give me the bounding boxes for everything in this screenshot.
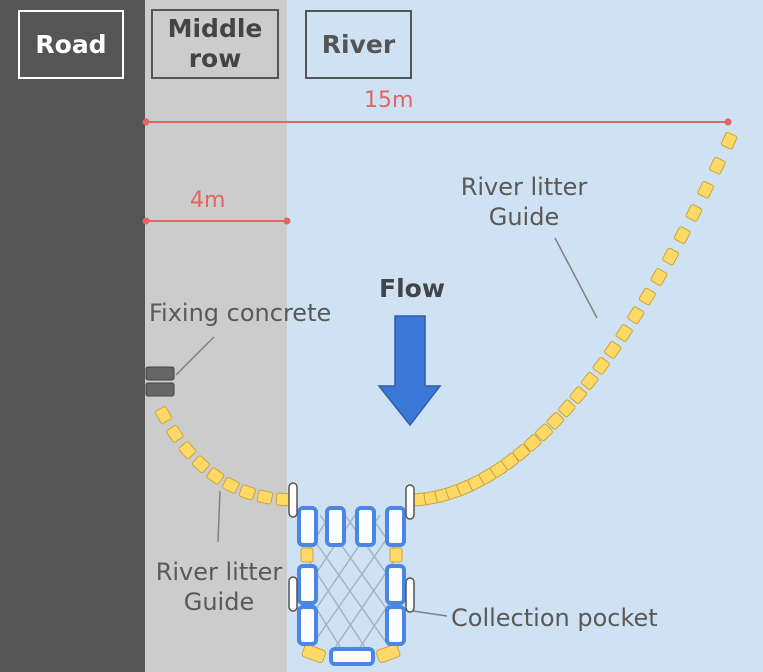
guide-float — [720, 131, 738, 150]
river-zone — [287, 0, 763, 672]
guide-float — [523, 434, 542, 452]
dimension-15m — [142, 118, 732, 126]
guide-float — [685, 204, 703, 222]
middle-row-label: Middle row — [151, 9, 279, 79]
guide-left-label: River litter Guide — [155, 558, 283, 616]
guide-float — [256, 489, 274, 505]
collection-pocket-label: Collection pocket — [451, 604, 658, 632]
guide-left-floats — [155, 406, 292, 507]
dimension-15m-label: 15m — [364, 88, 414, 113]
guide-float — [569, 386, 587, 405]
guide-float — [206, 467, 225, 485]
guide-float — [166, 424, 184, 443]
fixing-concrete-blocks — [145, 366, 175, 397]
guide-float — [535, 423, 553, 442]
guide-float — [557, 399, 576, 418]
guide-float — [673, 226, 691, 244]
dimension-4m — [142, 217, 291, 225]
guide-float — [238, 484, 256, 501]
pocket-frames — [297, 506, 406, 666]
guide-float — [697, 180, 714, 199]
collection-pocket — [288, 482, 415, 666]
pocket-floats — [300, 547, 403, 663]
pocket-buoys — [288, 482, 415, 613]
road-zone — [0, 0, 145, 672]
guide-float — [662, 247, 679, 266]
guide-float — [191, 455, 210, 474]
guide-float — [546, 411, 565, 430]
guide-float — [178, 441, 197, 460]
guide-right-label: River litter Guide — [460, 173, 588, 231]
middle-row-zone — [145, 0, 287, 672]
dimension-4m-label: 4m — [190, 188, 226, 213]
flow-label: Flow — [379, 274, 445, 303]
river-label: River — [305, 10, 412, 79]
guide-float — [604, 340, 622, 359]
road-label: Road — [18, 10, 124, 79]
guide-float — [615, 324, 633, 342]
fixing-concrete-label: Fixing concrete — [149, 299, 332, 327]
guide-float — [627, 306, 645, 325]
guide-float — [592, 356, 610, 375]
guide-float — [580, 372, 599, 390]
guide-float — [709, 156, 726, 175]
guide-float — [222, 476, 240, 494]
flow-arrow — [377, 315, 442, 427]
guide-float — [512, 443, 531, 462]
guide-float — [155, 406, 172, 424]
guide-right-floats — [412, 131, 738, 507]
guide-float — [650, 268, 668, 286]
guide-float — [638, 287, 656, 306]
